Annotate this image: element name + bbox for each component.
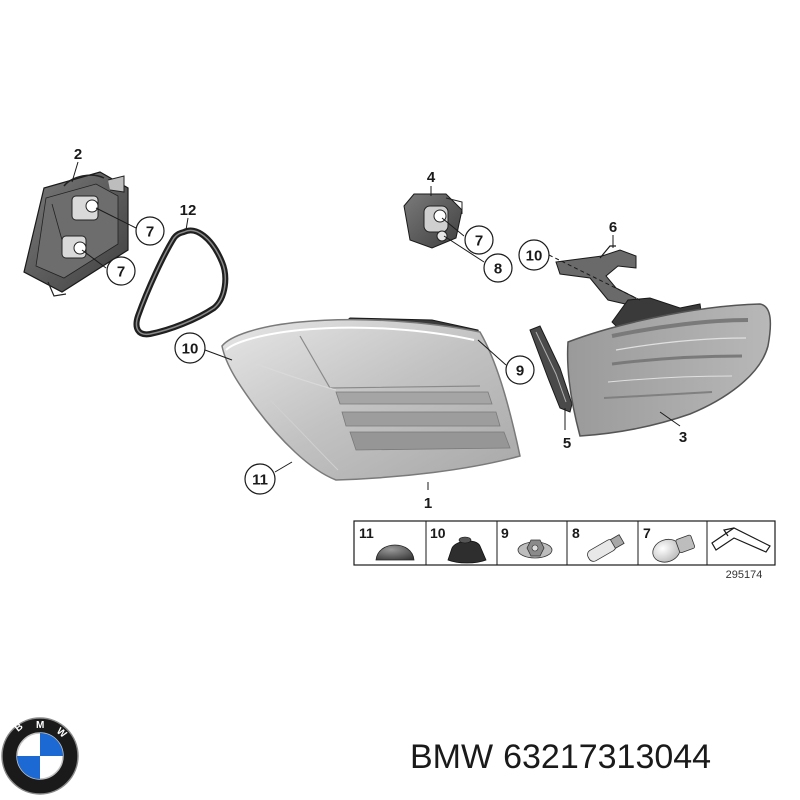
callout-6: 6	[609, 219, 617, 236]
callout-10-b: 10	[518, 239, 550, 271]
svg-text:7: 7	[117, 264, 125, 281]
parts-table: 11 10 9 8 7	[353, 520, 776, 566]
tail-lamp-part-3	[566, 297, 772, 437]
svg-text:5: 5	[563, 435, 571, 452]
svg-text:6: 6	[609, 219, 617, 236]
svg-text:12: 12	[180, 202, 197, 219]
callout-12: 12	[180, 202, 197, 219]
svg-text:11: 11	[359, 525, 374, 541]
callout-7-c: 7	[464, 225, 494, 255]
parts-table-cell-7: 7	[643, 525, 696, 563]
callout-4: 4	[427, 169, 436, 186]
callout-1: 1	[424, 495, 432, 512]
callout-11: 11	[244, 463, 276, 495]
callout-3: 3	[679, 429, 687, 446]
svg-text:9: 9	[516, 363, 524, 380]
svg-text:7: 7	[643, 525, 651, 541]
callout-2: 2	[74, 146, 82, 163]
bulb-holder-part-4	[403, 193, 463, 249]
svg-text:9: 9	[501, 525, 509, 541]
parts-table-cell-9: 9	[501, 525, 553, 559]
callout-7-a: 7	[135, 216, 165, 246]
gasket-part-12	[133, 227, 229, 338]
dome-plug-icon	[375, 544, 415, 561]
parts-table-cell-8: 8	[572, 525, 625, 562]
parts-table-cell-11: 11	[359, 525, 415, 561]
wedge-bulb-icon	[587, 534, 625, 562]
svg-text:7: 7	[475, 233, 483, 250]
svg-text:10: 10	[526, 248, 543, 265]
svg-text:8: 8	[494, 261, 502, 278]
rubber-grommet-icon	[447, 540, 487, 564]
callout-5: 5	[563, 435, 571, 452]
parts-table-cell-symbol	[711, 527, 771, 553]
callout-8: 8	[483, 253, 513, 283]
bracket-part-6	[555, 245, 637, 307]
leader-lines	[71, 161, 681, 490]
svg-text:10: 10	[430, 525, 446, 541]
callout-10-a: 10	[174, 332, 206, 364]
diagram-reference-number: 295174	[726, 569, 763, 581]
callout-9: 9	[505, 355, 535, 385]
svg-text:11: 11	[252, 472, 268, 489]
svg-text:7: 7	[146, 224, 154, 241]
part-number: 63217313044	[503, 738, 712, 776]
bulb-holder-part-2	[23, 171, 129, 297]
bayonet-bulb-icon	[652, 534, 696, 563]
tail-lamp-part-1	[221, 317, 521, 481]
svg-text:2: 2	[74, 146, 82, 163]
svg-text:10: 10	[182, 341, 199, 358]
svg-text:M: M	[36, 720, 44, 731]
brand-name: BMW	[410, 738, 494, 776]
svg-text:8: 8	[572, 525, 580, 541]
seal-strip-part-5	[529, 325, 573, 413]
svg-text:1: 1	[424, 495, 432, 512]
parts-table-cell-10: 10	[430, 525, 487, 564]
svg-text:4: 4	[427, 169, 436, 186]
callout-7-b: 7	[106, 256, 136, 286]
svg-text:3: 3	[679, 429, 687, 446]
bmw-logo-icon: B M W	[1, 717, 79, 795]
